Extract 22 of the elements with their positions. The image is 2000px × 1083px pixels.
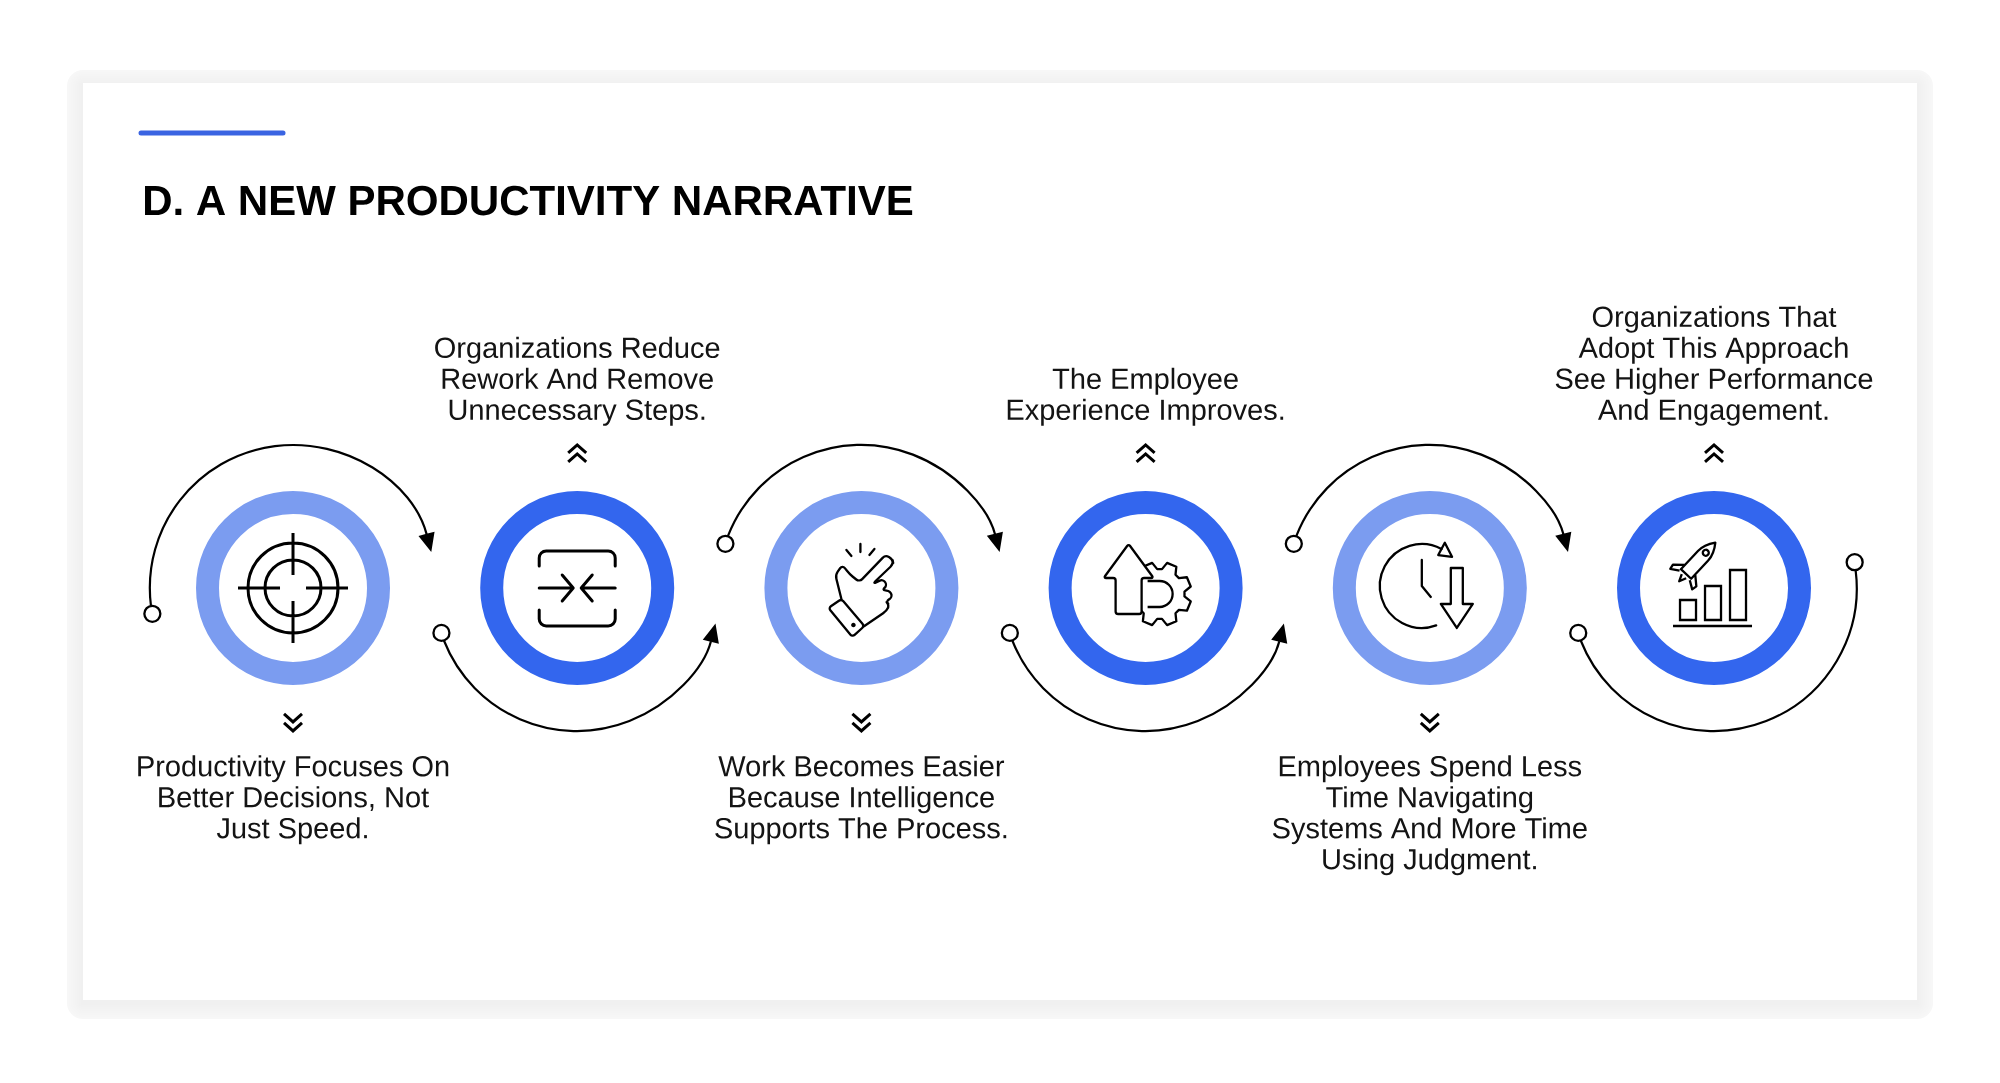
step-caption: Organizations That Adopt This Approach See Higher Performance And Engagement. (1555, 305, 1873, 426)
connector-dot (1845, 553, 1864, 572)
step-ring (1617, 491, 1811, 685)
connector-dot (1284, 534, 1303, 553)
curved-line (1579, 569, 1858, 733)
step-caption: Organizations Reduce Rework And Remove Unnecessary Steps. (435, 336, 720, 426)
connector-dot (143, 604, 162, 623)
step-caption: Employees Spend Less Time Navigating Systems And More Time Using Judgment. (1272, 755, 1587, 876)
step-ring (1332, 491, 1527, 685)
step-caption: Productivity Focuses On Better Decisions, Not Just Speed. (138, 755, 449, 845)
step-ring (1048, 491, 1243, 685)
step-ring (480, 491, 675, 685)
title: D. A NEW PRODUCTIVITY NARRATIVE (145, 185, 913, 216)
step-caption: The Employee Experience Improves. (1007, 367, 1284, 426)
connector-dot (1000, 623, 1019, 643)
connector-dot (716, 534, 735, 553)
step-ring (196, 491, 390, 685)
connector-dot (1569, 623, 1588, 643)
curved-arrow (148, 444, 435, 606)
step-caption: Work Becomes Easier Because Intelligence Supports The Process. (715, 755, 1007, 845)
connector-dot (432, 623, 451, 643)
step-ring (764, 491, 959, 685)
